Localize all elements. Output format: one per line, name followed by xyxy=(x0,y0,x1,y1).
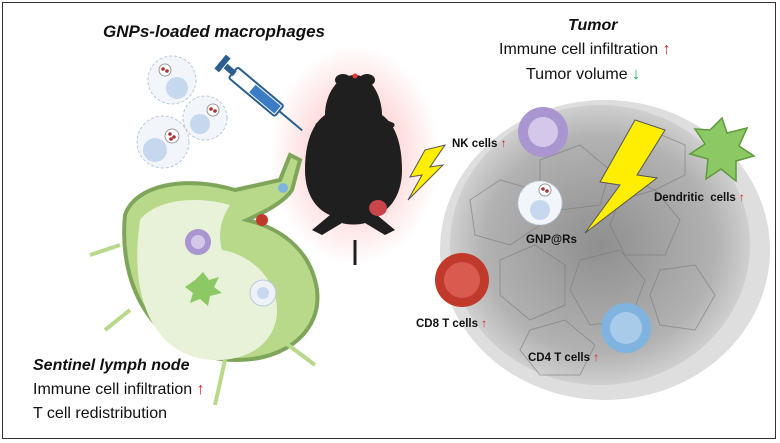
lightning-bolt-icon xyxy=(407,144,447,201)
lymph-node-title: Sentinel lymph node xyxy=(33,357,190,374)
dendritic-cell xyxy=(688,116,756,183)
up-arrow-icon: ↑ xyxy=(500,138,507,150)
up-arrow-icon: ↑ xyxy=(196,381,205,398)
mouse-illustration xyxy=(270,45,440,265)
nk-cell xyxy=(518,107,568,157)
macrophages-title: GNPs-loaded macrophages xyxy=(103,22,326,41)
lymph-infiltration-text: Immune cell infiltration xyxy=(33,381,193,398)
nk-cells-text: NK cells xyxy=(452,138,498,150)
up-arrow-icon: ↑ xyxy=(481,318,487,330)
lymph-line-1: Immune cell infiltration ↑ xyxy=(33,381,205,399)
dendritic-cells-text: Dendritic cells xyxy=(654,192,736,204)
lymph-line-2: T cell redistribution xyxy=(33,405,167,422)
tumor-line-1: Immune cell infiltration ↑ xyxy=(499,41,671,59)
syringe-icon xyxy=(214,54,303,132)
cd8-t-cell xyxy=(435,253,489,307)
cd8-cells-text: CD8 T cells xyxy=(416,318,478,330)
cd4-cells-text: CD4 T cells xyxy=(528,352,590,364)
cd8-cells-label: CD8 T cells ↑ xyxy=(416,318,487,330)
cd4-cells-label: CD4 T cells ↑ xyxy=(528,352,599,364)
cd4-t-cell xyxy=(601,303,651,353)
lightning-bolt-icon xyxy=(584,119,666,234)
tumor-volume-text: Tumor volume xyxy=(526,66,628,83)
down-arrow-icon: ↓ xyxy=(632,66,641,83)
up-arrow-icon: ↑ xyxy=(739,192,745,204)
gnp-label: GNP@Rs xyxy=(526,234,577,246)
nk-cells-label: NK cells ↑ xyxy=(452,138,506,150)
figure-frame xyxy=(2,2,776,439)
dendritic-cells-label: Dendritic cells ↑ xyxy=(654,192,745,204)
tumor-line-2: Tumor volume ↓ xyxy=(526,66,640,84)
gnp-macrophage-cells xyxy=(136,55,228,169)
lymph-node xyxy=(89,152,320,406)
up-arrow-icon: ↑ xyxy=(593,352,599,364)
gnp-macrophage-cell xyxy=(517,180,563,226)
tumor-infiltration-text: Immune cell infiltration xyxy=(499,41,659,58)
tumor-title: Tumor xyxy=(568,17,618,34)
up-arrow-icon: ↑ xyxy=(662,41,671,58)
